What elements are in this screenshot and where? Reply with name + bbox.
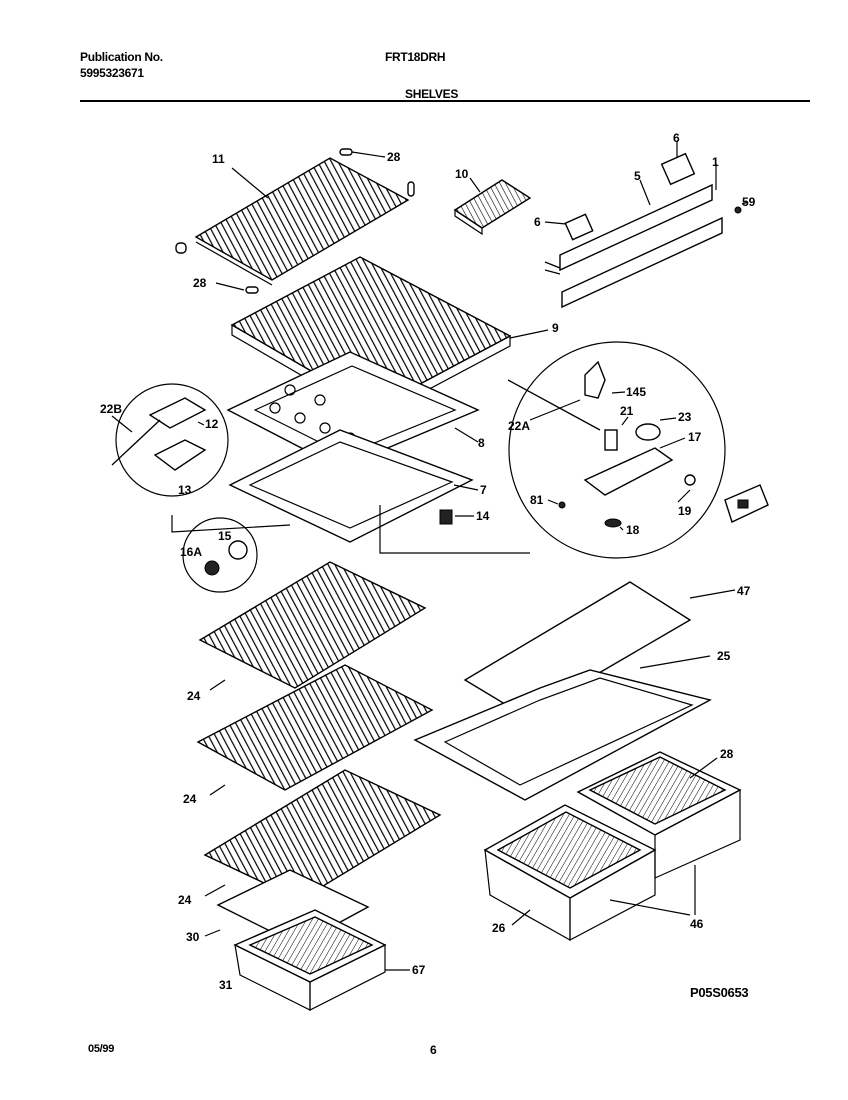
callout-labels: 11 28 28 10 6 6 5 1 59 9 22B 12 13 8 7 1… [100,131,756,992]
callout-47: 47 [737,584,751,598]
shelf-pins [175,148,415,294]
light-socket [439,509,453,525]
freezer-wire-shelf [194,157,410,286]
callout-14: 14 [476,509,490,523]
callout-25: 25 [717,649,731,663]
utility-tray [228,429,474,543]
callout-28-left: 28 [193,276,207,290]
callout-10: 10 [455,167,469,181]
shelf-support-rails [544,152,742,309]
leader-lines [111,142,749,971]
callout-30: 30 [186,930,200,944]
callout-17: 17 [688,430,702,444]
callout-1: 1 [712,155,719,169]
callout-19: 19 [678,504,692,518]
callout-31: 31 [219,978,233,992]
callout-16a: 16A [180,545,202,559]
light-housing-detail-circle [507,341,726,559]
model-number: FRT18DRH [385,50,446,64]
footer-date: 05/99 [88,1043,115,1055]
callout-22a: 22A [508,419,530,433]
header-rule [80,100,810,102]
section-title: SHELVES [405,87,459,101]
publication-number: 5995323671 [80,66,144,80]
callout-24-a: 24 [187,689,201,703]
callout-28-drawer: 28 [720,747,734,761]
callout-5: 5 [634,169,641,183]
meat-keeper-drawer [233,909,387,1011]
callout-59: 59 [742,195,756,209]
bulb-detail-circle [182,517,258,593]
callout-11: 11 [212,152,225,166]
crisper-drawer-left [483,804,657,942]
page-number: 6 [430,1043,437,1057]
callout-9: 9 [552,321,559,335]
crisper-cover-frame [413,669,712,801]
wire-shelf-2 [196,664,434,791]
callout-21: 21 [620,404,634,418]
wire-shelf-1 [198,561,427,689]
callout-67: 67 [412,963,426,977]
callout-28-top: 28 [387,150,401,164]
publication-label: Publication No. [80,50,163,64]
callout-26: 26 [492,921,506,935]
callout-7: 7 [480,483,487,497]
callout-46: 46 [690,917,704,931]
callout-24-c: 24 [178,893,192,907]
callout-23: 23 [678,410,692,424]
drawing-id: P05S0653 [690,985,749,1000]
callout-15: 15 [218,529,232,543]
callout-24-b: 24 [183,792,197,806]
callout-145: 145 [626,385,646,399]
egg-tray [453,179,532,236]
switch-box [724,484,769,523]
assembly-connectors [171,505,530,554]
control-detail-circle [111,383,229,497]
callout-12: 12 [205,417,219,431]
wire-shelf-3 [203,769,442,901]
callout-18: 18 [626,523,640,537]
callout-6-top: 6 [673,131,680,145]
callout-6-left: 6 [534,215,541,229]
callout-13: 13 [178,483,192,497]
callout-22b: 22B [100,402,122,416]
crisper-drawer-right [576,751,742,879]
callout-8: 8 [478,436,485,450]
callout-81: 81 [530,493,544,507]
